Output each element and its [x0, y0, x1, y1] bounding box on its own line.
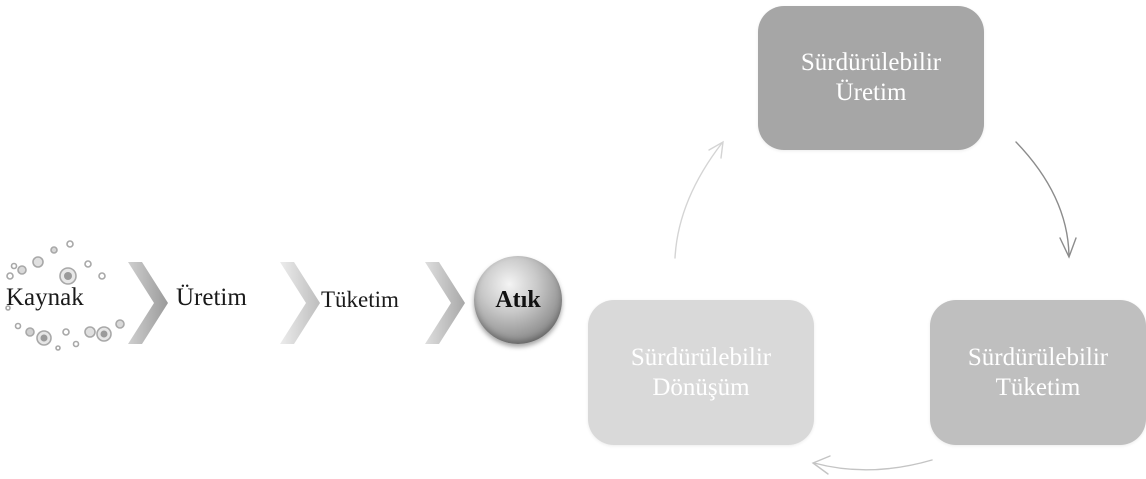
cycle-node-tuketim-line2: Tüketim: [995, 373, 1081, 401]
cycle-node-uretim-line1: Sürdürülebilir: [800, 49, 942, 76]
chevron-arrow-1: [128, 262, 168, 344]
cycle-node-tuketim-line1: Sürdürülebilir: [967, 343, 1109, 371]
step-kaynak: Kaynak: [6, 284, 84, 311]
arrow-uretim-to-tuketim: [1015, 141, 1077, 259]
cycle-node-donusum: Sürdürülebilir Dönüşüm: [588, 300, 814, 445]
arrow-donusum-to-uretim: [674, 140, 724, 259]
cycle-node-donusum-line2: Dönüşüm: [652, 373, 750, 401]
cycle-node-tuketim: Sürdürülebilir Tüketim: [930, 300, 1146, 445]
final-atik-circle: Atık: [474, 256, 562, 344]
chevron-arrow-3: [425, 262, 465, 344]
atik-label: Atık: [495, 286, 541, 313]
chevron-arrow-2: [280, 262, 320, 344]
step-uretim: Üretim: [176, 284, 247, 311]
cycle-node-uretim: Sürdürülebilir Üretim: [758, 6, 984, 150]
cycle-node-donusum-line1: Sürdürülebilir: [630, 343, 772, 371]
step-tuketim: Tüketim: [321, 287, 399, 312]
arrow-tuketim-to-donusum: [811, 455, 933, 475]
bubbles-decoration: [5, 240, 125, 351]
cycle-node-uretim-line2: Üretim: [835, 79, 907, 106]
